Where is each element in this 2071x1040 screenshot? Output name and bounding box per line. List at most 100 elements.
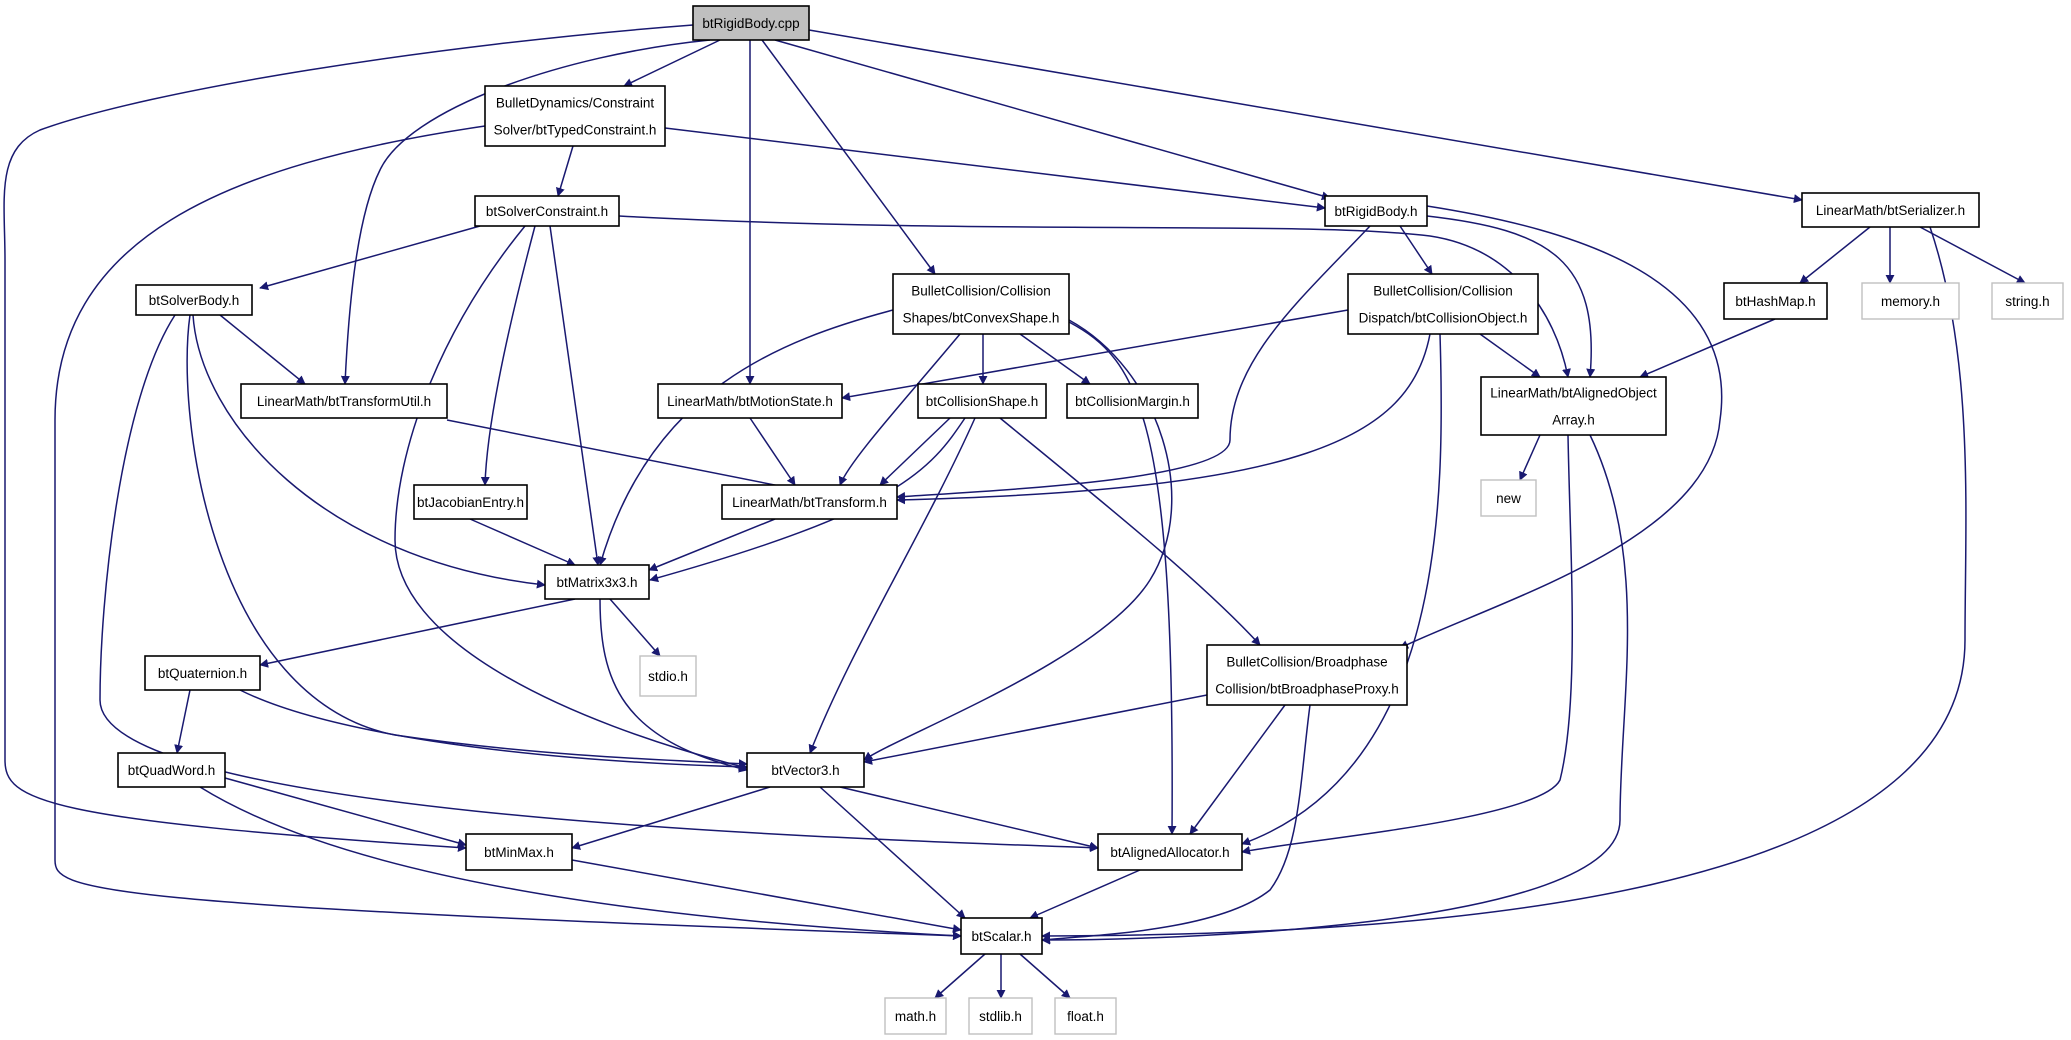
edge-broadproxy-to-allocator	[1189, 704, 1286, 835]
node-box-solverbody	[135, 284, 253, 316]
edge-alignedarr-to-scalar	[1041, 434, 1629, 945]
node-box-math	[884, 997, 947, 1035]
node-transutil[interactable]: LinearMath/btTransformUtil.h	[240, 383, 448, 419]
edge-convex-to-transform	[838, 333, 961, 486]
node-box-collobj	[1347, 273, 1539, 335]
node-matrix[interactable]: btMatrix3x3.h	[544, 564, 650, 600]
node-label-quat: btQuaternion.h	[158, 666, 247, 681]
node-label-collobj-line-1: BulletCollision/Collision	[1373, 284, 1513, 299]
node-label-vector3: btVector3.h	[771, 763, 839, 778]
node-collmargin[interactable]: btCollisionMargin.h	[1066, 383, 1199, 419]
node-collobj[interactable]: BulletCollision/CollisionDispatch/btColl…	[1347, 273, 1539, 335]
node-label-jacobian: btJacobianEntry.h	[417, 495, 524, 510]
node-hashmap[interactable]: btHashMap.h	[1723, 282, 1828, 320]
edge-typed-to-rigidh	[664, 127, 1326, 212]
node-floath: float.h	[1054, 997, 1117, 1035]
node-transform[interactable]: LinearMath/btTransform.h	[721, 484, 898, 520]
node-box-transform	[721, 484, 898, 520]
node-minmax[interactable]: btMinMax.h	[465, 833, 573, 871]
node-broadproxy[interactable]: BulletCollision/BroadphaseCollision/btBr…	[1206, 644, 1408, 706]
edge-rigidh-to-collobj	[1399, 225, 1433, 275]
edge-root-to-rigidh	[774, 39, 1331, 201]
edge-matrix-to-stdio	[609, 598, 661, 657]
node-label-newh: new	[1496, 491, 1521, 506]
node-box-collmargin	[1066, 383, 1199, 419]
node-box-scalar	[960, 917, 1043, 955]
node-box-memory	[1861, 282, 1960, 320]
node-scalar[interactable]: btScalar.h	[960, 917, 1043, 955]
node-rigidh[interactable]: btRigidBody.h	[1324, 195, 1428, 227]
node-collshape[interactable]: btCollisionShape.h	[917, 383, 1047, 419]
edge-root-to-typed	[623, 39, 721, 87]
node-label-quadword: btQuadWord.h	[128, 763, 216, 778]
edge-solverbody-to-allocator	[99, 314, 1099, 853]
edge-quat-to-vector3	[239, 689, 748, 772]
node-label-motion: LinearMath/btMotionState.h	[667, 394, 833, 409]
edge-minmax-to-scalar	[571, 859, 962, 933]
node-box-stdio	[639, 655, 697, 697]
node-solverc[interactable]: btSolverConstraint.h	[474, 195, 620, 227]
edge-solverc-to-matrix	[549, 225, 602, 566]
edge-broadproxy-to-scalar	[1041, 704, 1311, 944]
edge-rigidh-to-broadproxy	[1399, 205, 1723, 649]
node-label-stringh: string.h	[2005, 294, 2049, 309]
node-box-vector3	[746, 752, 865, 788]
node-label-memory: memory.h	[1881, 294, 1940, 309]
node-box-jacobian	[413, 484, 528, 520]
node-serializer[interactable]: LinearMath/btSerializer.h	[1801, 192, 1980, 228]
edge-collshape-to-vector3	[808, 417, 976, 754]
edge-motion-to-transform	[749, 417, 796, 486]
node-box-typed	[484, 85, 666, 147]
node-box-convex	[892, 273, 1070, 335]
node-box-newh	[1480, 479, 1537, 517]
node-quat[interactable]: btQuaternion.h	[144, 655, 261, 691]
node-label-scalar: btScalar.h	[971, 929, 1031, 944]
node-box-broadproxy	[1206, 644, 1408, 706]
node-quadword[interactable]: btQuadWord.h	[117, 752, 226, 788]
edge-solverbody-to-transutil	[219, 314, 306, 385]
edge-root-to-convex	[761, 39, 936, 275]
edge-serializer-to-stringh	[1919, 226, 2026, 284]
node-vector3[interactable]: btVector3.h	[746, 752, 865, 788]
edges-layer	[3, 24, 2026, 999]
edge-hashmap-to-alignedarr	[1639, 318, 1776, 378]
node-label-transutil: LinearMath/btTransformUtil.h	[257, 394, 431, 409]
node-label-typed-line-1: BulletDynamics/Constraint	[496, 96, 655, 111]
node-label-collmargin: btCollisionMargin.h	[1075, 394, 1190, 409]
node-solverbody[interactable]: btSolverBody.h	[135, 284, 253, 316]
node-label-math: math.h	[895, 1009, 936, 1024]
node-allocator[interactable]: btAlignedAllocator.h	[1097, 833, 1243, 871]
node-box-allocator	[1097, 833, 1243, 871]
node-convex[interactable]: BulletCollision/CollisionShapes/btConvex…	[892, 273, 1070, 335]
node-stringh: string.h	[1991, 282, 2064, 320]
node-label-minmax: btMinMax.h	[484, 845, 554, 860]
node-label-typed-line-2: Solver/btTypedConstraint.h	[494, 123, 657, 138]
node-box-matrix	[544, 564, 650, 600]
node-memory: memory.h	[1861, 282, 1960, 320]
node-typed[interactable]: BulletDynamics/ConstraintSolver/btTypedC…	[484, 85, 666, 147]
node-motion[interactable]: LinearMath/btMotionState.h	[657, 383, 843, 419]
node-label-broadproxy-line-1: BulletCollision/Broadphase	[1226, 655, 1387, 670]
edge-root-to-minmax	[3, 24, 694, 852]
node-label-serializer: LinearMath/btSerializer.h	[1816, 203, 1965, 218]
node-label-solverbody: btSolverBody.h	[149, 293, 240, 308]
node-math: math.h	[884, 997, 947, 1035]
edge-quadword-to-minmax	[224, 777, 467, 848]
node-jacobian[interactable]: btJacobianEntry.h	[413, 484, 528, 520]
edge-convex-to-collmargin	[1019, 333, 1091, 385]
edge-transutil-to-transform	[446, 419, 801, 493]
edge-solverbody-to-vector3	[186, 314, 748, 769]
node-label-collobj-line-2: Dispatch/btCollisionObject.h	[1359, 311, 1528, 326]
edge-matrix-to-quat	[259, 598, 576, 668]
edge-typed-to-scalar	[54, 125, 962, 941]
edge-typed-to-solverc	[556, 145, 574, 197]
edge-collobj-to-transform	[896, 333, 1431, 505]
edge-vector3-to-allocator	[839, 786, 1099, 851]
node-stdlib: stdlib.h	[968, 997, 1033, 1035]
node-label-root: btRigidBody.cpp	[702, 16, 799, 31]
node-root[interactable]: btRigidBody.cpp	[692, 5, 810, 41]
edge-solverbody-to-matrix	[192, 314, 546, 589]
edge-alignedarr-to-allocator	[1241, 434, 1574, 855]
